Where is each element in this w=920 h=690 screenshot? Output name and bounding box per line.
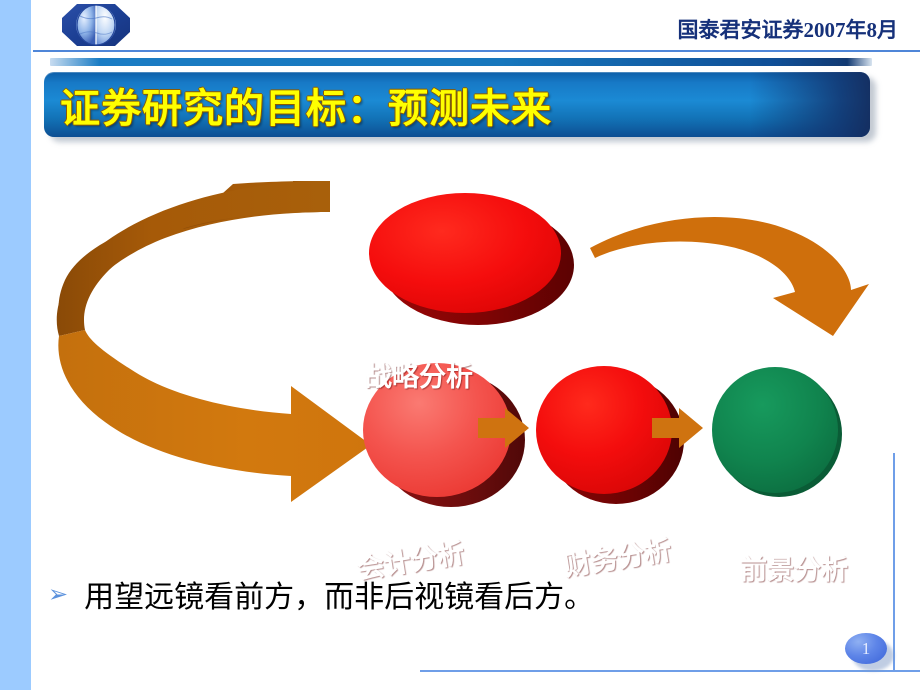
bullet-list-item: ➢ 用望远镜看前方，而非后视镜看后方。 — [48, 572, 594, 616]
connector-arrow-accounting-financial — [478, 408, 529, 448]
title-accent-bar — [50, 58, 872, 66]
connector-arrow-financial-prospect — [652, 408, 703, 448]
title-bar: 证券研究的目标：预测未来 — [44, 72, 870, 137]
left-accent-band-edge — [31, 0, 33, 690]
company-date-label: 国泰君安证券2007年8月 — [677, 18, 899, 42]
bullet-arrow-icon: ➢ — [48, 580, 69, 608]
connector-return-arrow — [590, 217, 869, 336]
node-prospect — [712, 367, 842, 497]
header-divider-line — [33, 50, 920, 52]
page-title: 证券研究的目标：预测未来 — [60, 86, 552, 131]
footer-vertical-line — [893, 453, 895, 672]
left-accent-band — [0, 0, 31, 690]
footer-horizontal-line — [420, 670, 920, 672]
bullet-text: 用望远镜看前方，而非后视镜看后方。 — [84, 581, 595, 614]
connector-big-u-arrow — [56, 181, 372, 502]
node-accounting — [363, 363, 525, 507]
node-label-prospect: 前景分析 — [740, 555, 848, 585]
process-diagram: 战略分析 会计分析 财务分析 前景分析 — [33, 150, 920, 585]
node-strategy — [369, 193, 574, 325]
slide-header: 国泰君安证券2007年8月 — [33, 0, 920, 50]
page-number-label: 1 — [861, 638, 871, 658]
company-globe-logo-icon — [60, 2, 132, 48]
node-financial — [536, 366, 684, 504]
page-number-badge: 1 — [845, 633, 887, 664]
